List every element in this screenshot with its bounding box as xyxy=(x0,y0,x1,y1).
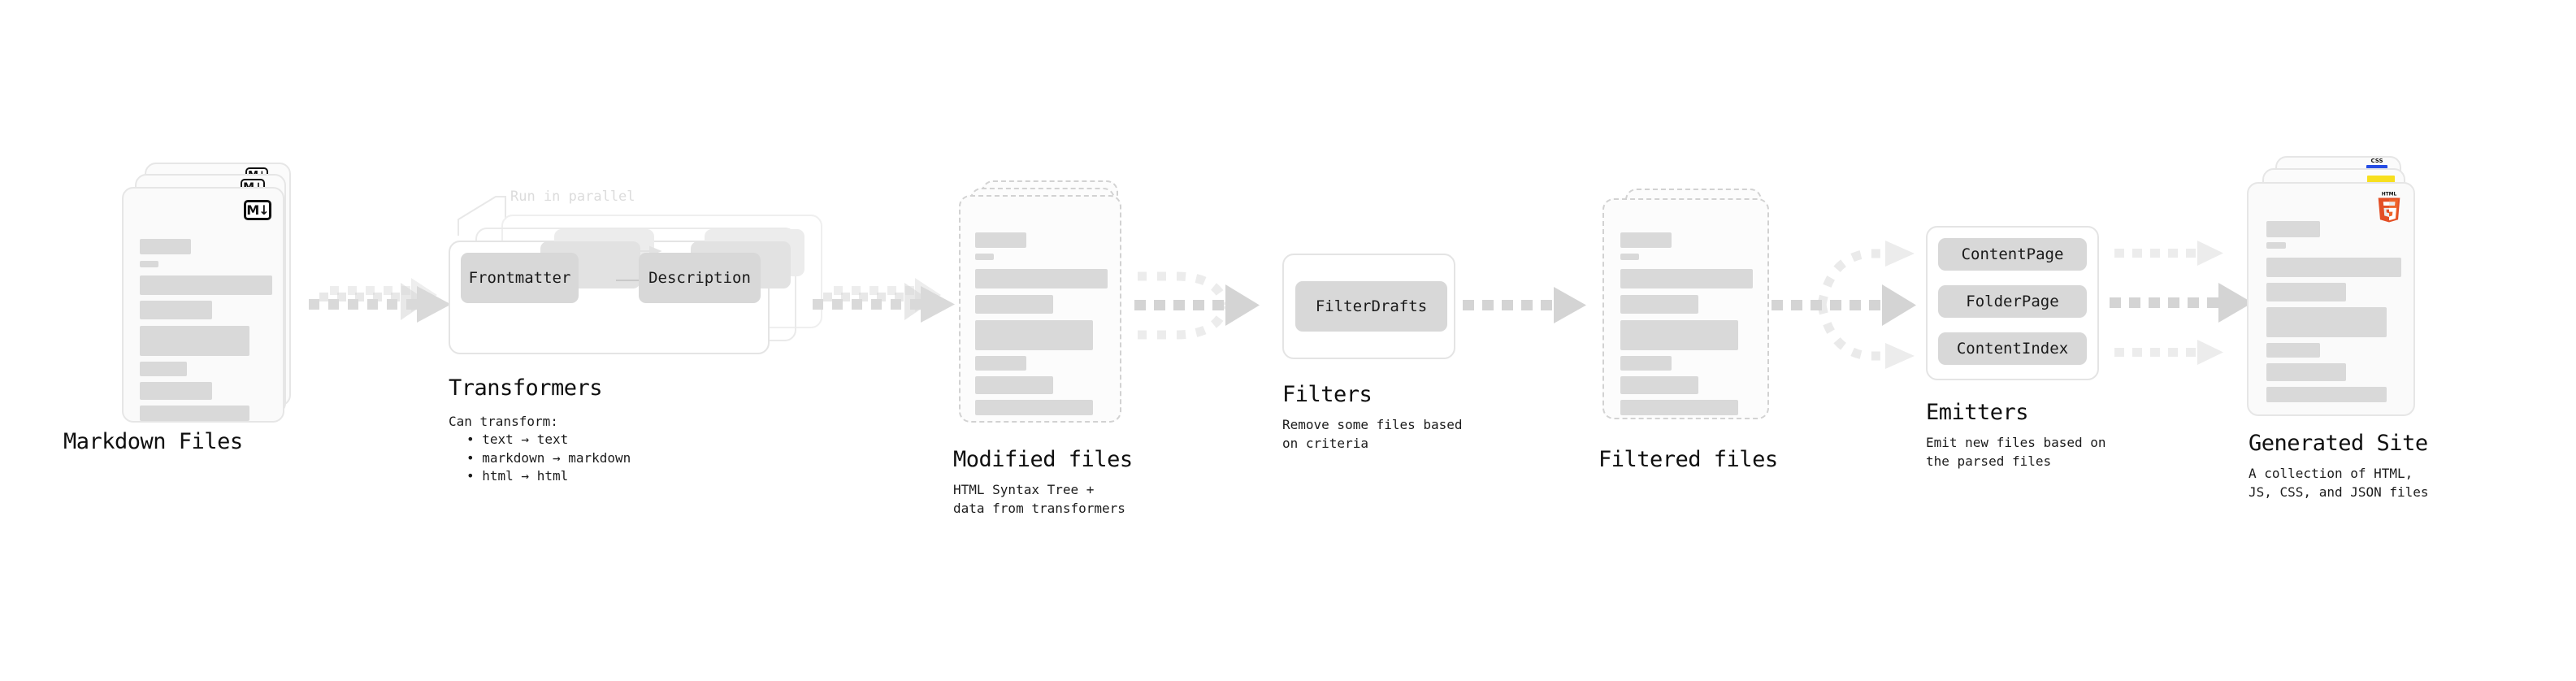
skeleton-line xyxy=(975,400,1093,415)
skeleton-line xyxy=(2266,387,2387,402)
filter-item-label: FilterDrafts xyxy=(1315,297,1428,315)
skeleton-line xyxy=(1620,254,1639,260)
skeleton-line xyxy=(975,254,994,260)
skeleton-line xyxy=(2266,258,2401,277)
skeleton-line xyxy=(2266,363,2346,381)
stage-title: Transformers xyxy=(449,375,603,401)
connector-emitters-to-site xyxy=(2110,241,2253,365)
parallel-annotation: Run in parallel xyxy=(510,189,635,205)
skeleton-line xyxy=(1620,320,1738,350)
svg-text:HTML: HTML xyxy=(2382,193,2397,197)
stage-subtitle: Remove some files based on criteria xyxy=(1282,417,1463,451)
skeleton-line xyxy=(140,406,249,421)
connector-filtered-to-emitters xyxy=(1772,241,1916,369)
skeleton-line xyxy=(140,239,191,254)
transformer-capability-list: • text → text • markdown → markdown • ht… xyxy=(455,431,631,486)
skeleton-line xyxy=(140,326,249,356)
generated-file-stack: CSS HTML xyxy=(2247,156,2430,424)
stage-subtitle: Can transform: xyxy=(449,414,558,429)
connector-transformers-to-modified xyxy=(813,278,955,323)
skeleton-line xyxy=(975,320,1093,350)
stage-title: Emitters xyxy=(1926,400,2029,425)
skeleton-line xyxy=(1620,295,1698,314)
html5-logo-icon: HTML xyxy=(2378,193,2400,223)
stage-title: Generated Site xyxy=(2249,431,2428,456)
markdown-file-stack: M↓ M↓ M↓ xyxy=(122,163,297,423)
connector-markdown-to-transformers xyxy=(309,278,451,323)
skeleton-line xyxy=(975,295,1053,314)
skeleton-line xyxy=(140,275,272,295)
filtered-file-stack xyxy=(1602,189,1777,424)
skeleton-line xyxy=(2266,307,2387,337)
transformer-item-label: Frontmatter xyxy=(468,269,571,287)
stage-modified-files: Modified files HTML Syntax Tree + data f… xyxy=(953,180,1134,516)
skeleton-line xyxy=(2266,242,2286,249)
stage-title: Modified files xyxy=(953,447,1133,472)
skeleton-line xyxy=(975,269,1108,288)
generated-card-html: HTML xyxy=(2247,182,2415,416)
skeleton-line xyxy=(2266,343,2320,358)
filter-item-filterdrafts[interactable]: FilterDrafts xyxy=(1295,281,1447,332)
filtered-card-front xyxy=(1602,198,1769,419)
emitter-item-contentindex[interactable]: ContentIndex xyxy=(1938,332,2087,365)
skeleton-line xyxy=(140,261,158,267)
skeleton-line xyxy=(975,356,1026,371)
modified-file-stack xyxy=(959,180,1134,424)
skeleton-line xyxy=(140,382,212,400)
emitter-item-label: FolderPage xyxy=(1966,293,2059,310)
stage-title: Markdown Files xyxy=(63,429,243,454)
stage-title: Filtered files xyxy=(1598,447,1778,472)
list-item: • text → text xyxy=(466,432,569,447)
stage-markdown-files: M↓ M↓ M↓ Markdown Files xyxy=(63,163,297,454)
emitter-item-label: ContentPage xyxy=(1961,245,2064,263)
skeleton-line xyxy=(1620,356,1672,371)
markdown-logo-icon: M↓ xyxy=(244,200,271,220)
modified-card-front xyxy=(959,195,1121,423)
skeleton-line xyxy=(1620,400,1738,415)
transformer-item-frontmatter[interactable]: Frontmatter xyxy=(461,253,579,303)
skeleton-line xyxy=(1620,269,1753,288)
connector-filters-to-filtered xyxy=(1463,287,1586,323)
list-item: • html → html xyxy=(466,468,569,484)
transformer-item-label: Description xyxy=(648,269,751,287)
stage-subtitle: A collection of HTML, JS, CSS, and JSON … xyxy=(2249,466,2429,500)
skeleton-line xyxy=(975,232,1026,248)
run-in-parallel-leader xyxy=(458,196,506,236)
stage-subtitle: HTML Syntax Tree + data from transformer… xyxy=(953,482,1125,516)
markdown-card-front: M↓ xyxy=(122,187,284,423)
emitter-item-label: ContentIndex xyxy=(1956,340,2069,358)
transformer-item-description[interactable]: Description xyxy=(639,253,761,303)
skeleton-line xyxy=(140,301,212,319)
stage-generated-site: CSS HTML G xyxy=(2247,156,2430,500)
css-logo-label: CSS xyxy=(2370,158,2383,164)
list-item: • markdown → markdown xyxy=(466,449,631,466)
skeleton-line xyxy=(140,362,187,376)
skeleton-line xyxy=(2266,221,2320,237)
connector-modified-to-filters xyxy=(1134,271,1260,340)
skeleton-line xyxy=(1620,376,1698,394)
emitter-item-contentpage[interactable]: ContentPage xyxy=(1938,238,2087,271)
stage-title: Filters xyxy=(1282,382,1373,407)
stage-subtitle: Emit new files based on the parsed files xyxy=(1926,435,2106,469)
stage-filtered-files: Filtered files xyxy=(1598,189,1778,472)
skeleton-line xyxy=(975,376,1053,394)
emitter-item-folderpage[interactable]: FolderPage xyxy=(1938,285,2087,318)
skeleton-line xyxy=(2266,283,2346,301)
skeleton-line xyxy=(1620,232,1672,248)
